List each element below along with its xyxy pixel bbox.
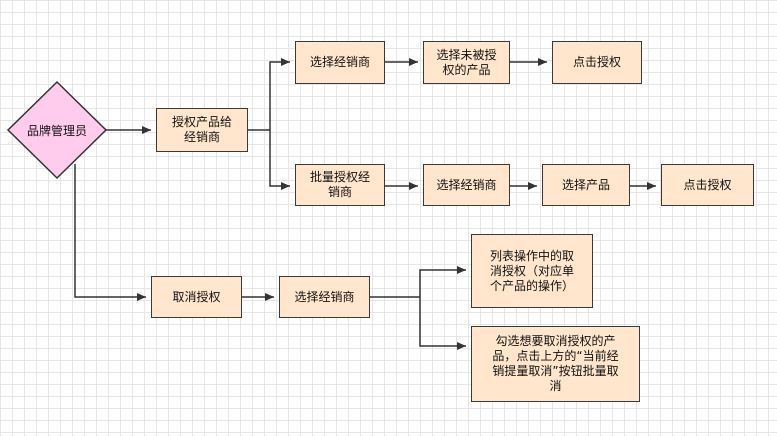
edge-admin-to-cancel xyxy=(74,164,146,301)
select-dealer-node-2: 选择经销商 xyxy=(423,164,510,206)
select-dealer-node-1: 选择经销商 xyxy=(295,41,385,84)
select-unauthorized-products-node: 选择未被授 权的产品 xyxy=(423,41,510,84)
brand-admin-label: 品牌管理员 xyxy=(26,123,87,138)
select-dealer-node-3: 选择经销商 xyxy=(279,276,370,318)
click-authorize-node-2: 点击授权 xyxy=(661,164,754,206)
edge-branch-to-batch xyxy=(269,130,290,190)
edge-branch-to-list-cancel xyxy=(419,266,466,297)
authorize-products-node: 授权产品给 经销商 xyxy=(156,108,248,152)
select-product-node: 选择产品 xyxy=(542,164,630,206)
click-authorize-node-1: 点击授权 xyxy=(552,41,642,84)
decision-diamond xyxy=(6,80,108,180)
cancel-authorization-node: 取消授权 xyxy=(151,276,242,318)
edge-branch-to-batch-cancel xyxy=(419,297,466,350)
batch-authorize-dealer-node: 批量授权经 销商 xyxy=(295,164,385,206)
batch-cancel-authorization-node: 勾选想要取消授权的产 品，点击上方的“当前经 销提量取消”按钮批量取 消 xyxy=(471,326,640,402)
list-cancel-authorization-node: 列表操作中的取 消授权（对应单 个产品的操作） xyxy=(471,234,593,308)
edge-branch-to-select-dealer-1 xyxy=(269,58,290,130)
